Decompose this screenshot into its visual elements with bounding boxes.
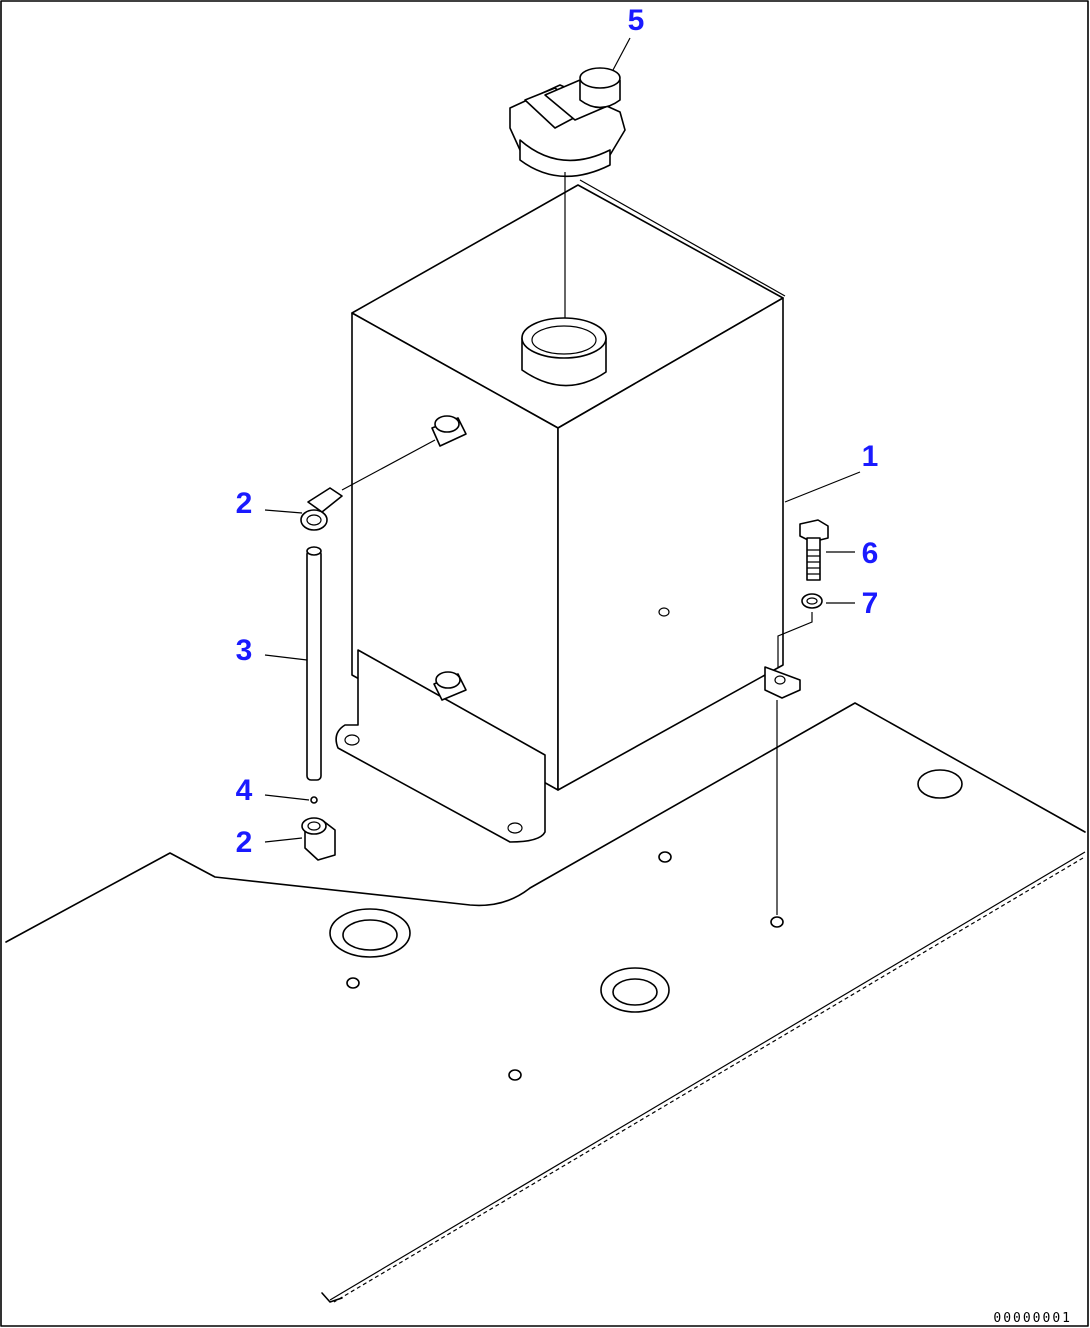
mounting-plate xyxy=(5,702,1086,1303)
leader-lines xyxy=(264,37,861,843)
elbow-lower xyxy=(301,817,336,861)
tank-foot xyxy=(764,666,801,699)
elbow-upper xyxy=(300,487,343,531)
plate-hole xyxy=(508,1069,522,1081)
callout-2: 2 xyxy=(236,487,253,520)
callout-2: 2 xyxy=(236,826,253,859)
callout-7: 7 xyxy=(862,587,879,620)
washer xyxy=(801,593,823,609)
callout-3: 3 xyxy=(236,634,253,667)
tank xyxy=(335,179,801,843)
grommet xyxy=(329,908,411,958)
callout-6: 6 xyxy=(862,537,879,570)
callout-5: 5 xyxy=(628,4,645,37)
drawing-code: 00000001 xyxy=(993,1311,1072,1326)
port-upper xyxy=(431,415,467,447)
port-lower xyxy=(433,671,467,701)
tank-cap xyxy=(509,67,626,178)
grommet xyxy=(600,967,670,1013)
plate-hole xyxy=(346,977,360,989)
clamp xyxy=(310,796,318,804)
filler-neck xyxy=(521,317,607,387)
plate-hole xyxy=(658,851,672,863)
bolt xyxy=(799,519,829,581)
plate-hole xyxy=(917,769,963,799)
hose xyxy=(306,546,322,781)
callout-1: 1 xyxy=(862,440,879,473)
tank-bracket xyxy=(335,649,546,843)
plate-hole xyxy=(770,916,784,928)
callout-4: 4 xyxy=(236,774,253,807)
